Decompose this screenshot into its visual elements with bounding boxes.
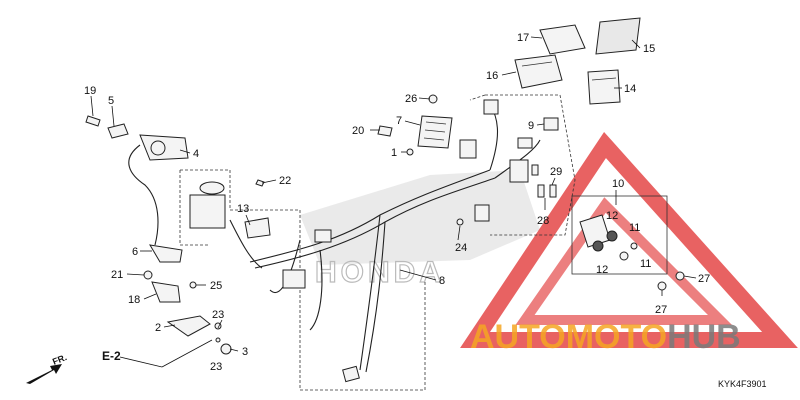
callout-18: 18 (128, 294, 140, 306)
harness-outline (179, 94, 576, 391)
leader-lines (90, 36, 697, 368)
brand-text-automoto: AUTOMOTO (470, 318, 667, 356)
callout-23-bottom: 23 (210, 361, 222, 373)
screw-part-25 (189, 281, 197, 289)
callout-15: 15 (643, 43, 655, 55)
grommet-part-12 (592, 230, 618, 252)
bolt-part-26 (428, 94, 438, 104)
front-direction-label: FR. (51, 352, 68, 367)
callout-8: 8 (439, 275, 445, 287)
clip-part-24 (456, 218, 464, 226)
callout-23-top: 23 (212, 309, 224, 321)
bolt-part-23 (214, 322, 222, 343)
callout-29: 29 (550, 166, 562, 178)
callout-1: 1 (391, 147, 397, 159)
callout-16: 16 (486, 70, 498, 82)
callout-25: 25 (210, 280, 222, 292)
cover-part-15 (595, 17, 641, 55)
washer-part-11 (619, 242, 638, 261)
honda-watermark: HONDA (315, 256, 445, 289)
stipple-background (300, 170, 540, 265)
callout-20: 20 (352, 125, 364, 137)
callout-26: 26 (405, 93, 417, 105)
bracket-part-18 (151, 281, 181, 303)
svg-text:AUTOMOTOHUB: AUTOMOTOHUB (470, 318, 741, 356)
callout-27-right: 27 (698, 273, 710, 285)
module-part-16 (514, 54, 563, 89)
callout-14: 14 (624, 83, 636, 95)
screw-part-22 (255, 179, 265, 187)
relay-inset-box (571, 195, 668, 275)
bolt-part-21 (143, 270, 153, 280)
brand-text-hub: HUB (667, 318, 741, 356)
bolt-part-27 (657, 271, 685, 291)
ignition-coil-part-4 (139, 134, 189, 161)
callout-13: 13 (237, 203, 249, 215)
callout-21: 21 (111, 269, 123, 281)
automotohub-watermark: AUTOMOTOHUB (470, 318, 741, 356)
callout-6: 6 (132, 246, 138, 258)
callout-17: 17 (517, 32, 529, 44)
callout-9: 9 (528, 120, 534, 132)
callout-28: 28 (537, 215, 549, 227)
clip-part-2 (166, 315, 211, 337)
callout-11-top: 11 (629, 222, 640, 234)
triangle-watermark (460, 131, 798, 348)
callout-labels: 19 5 4 6 21 18 2 23 23 3 25 22 13 8 26 7… (84, 32, 710, 373)
relay-part-14 (587, 69, 621, 105)
diagram-code: KYK4F3901 (718, 379, 767, 389)
callout-12-top: 12 (606, 210, 618, 222)
section-ref-e2: E-2 (102, 349, 121, 363)
wire-harness-part-8 (229, 99, 541, 383)
callout-3: 3 (242, 346, 248, 358)
callout-4: 4 (193, 148, 199, 160)
callout-11-bottom: 11 (640, 258, 651, 270)
callout-24: 24 (455, 242, 467, 254)
battery-part (189, 181, 226, 229)
module-part-17 (539, 24, 586, 55)
high-tension-cord-part-6 (128, 144, 183, 263)
rubber-cover-part-7 (417, 115, 453, 149)
clip-part-20 (377, 125, 393, 137)
callout-19: 19 (84, 85, 96, 97)
bolt-part-19 (85, 115, 101, 127)
relay-part-13 (244, 217, 271, 239)
fuse-part-29 (531, 164, 539, 176)
callout-7: 7 (396, 115, 402, 127)
grommet-part-1 (406, 148, 414, 156)
callout-22: 22 (279, 175, 291, 187)
callout-10: 10 (612, 178, 624, 190)
plug-cap-part-5 (107, 123, 129, 139)
callout-27-bottom: 27 (655, 304, 667, 316)
clamp-part-3 (220, 343, 232, 355)
callout-2: 2 (155, 322, 161, 334)
fuse-part-28 (537, 184, 557, 198)
front-direction-arrow-icon (26, 364, 62, 384)
connector-part-9 (543, 117, 559, 131)
callout-12-bottom: 12 (596, 264, 608, 276)
callout-5: 5 (108, 95, 114, 107)
